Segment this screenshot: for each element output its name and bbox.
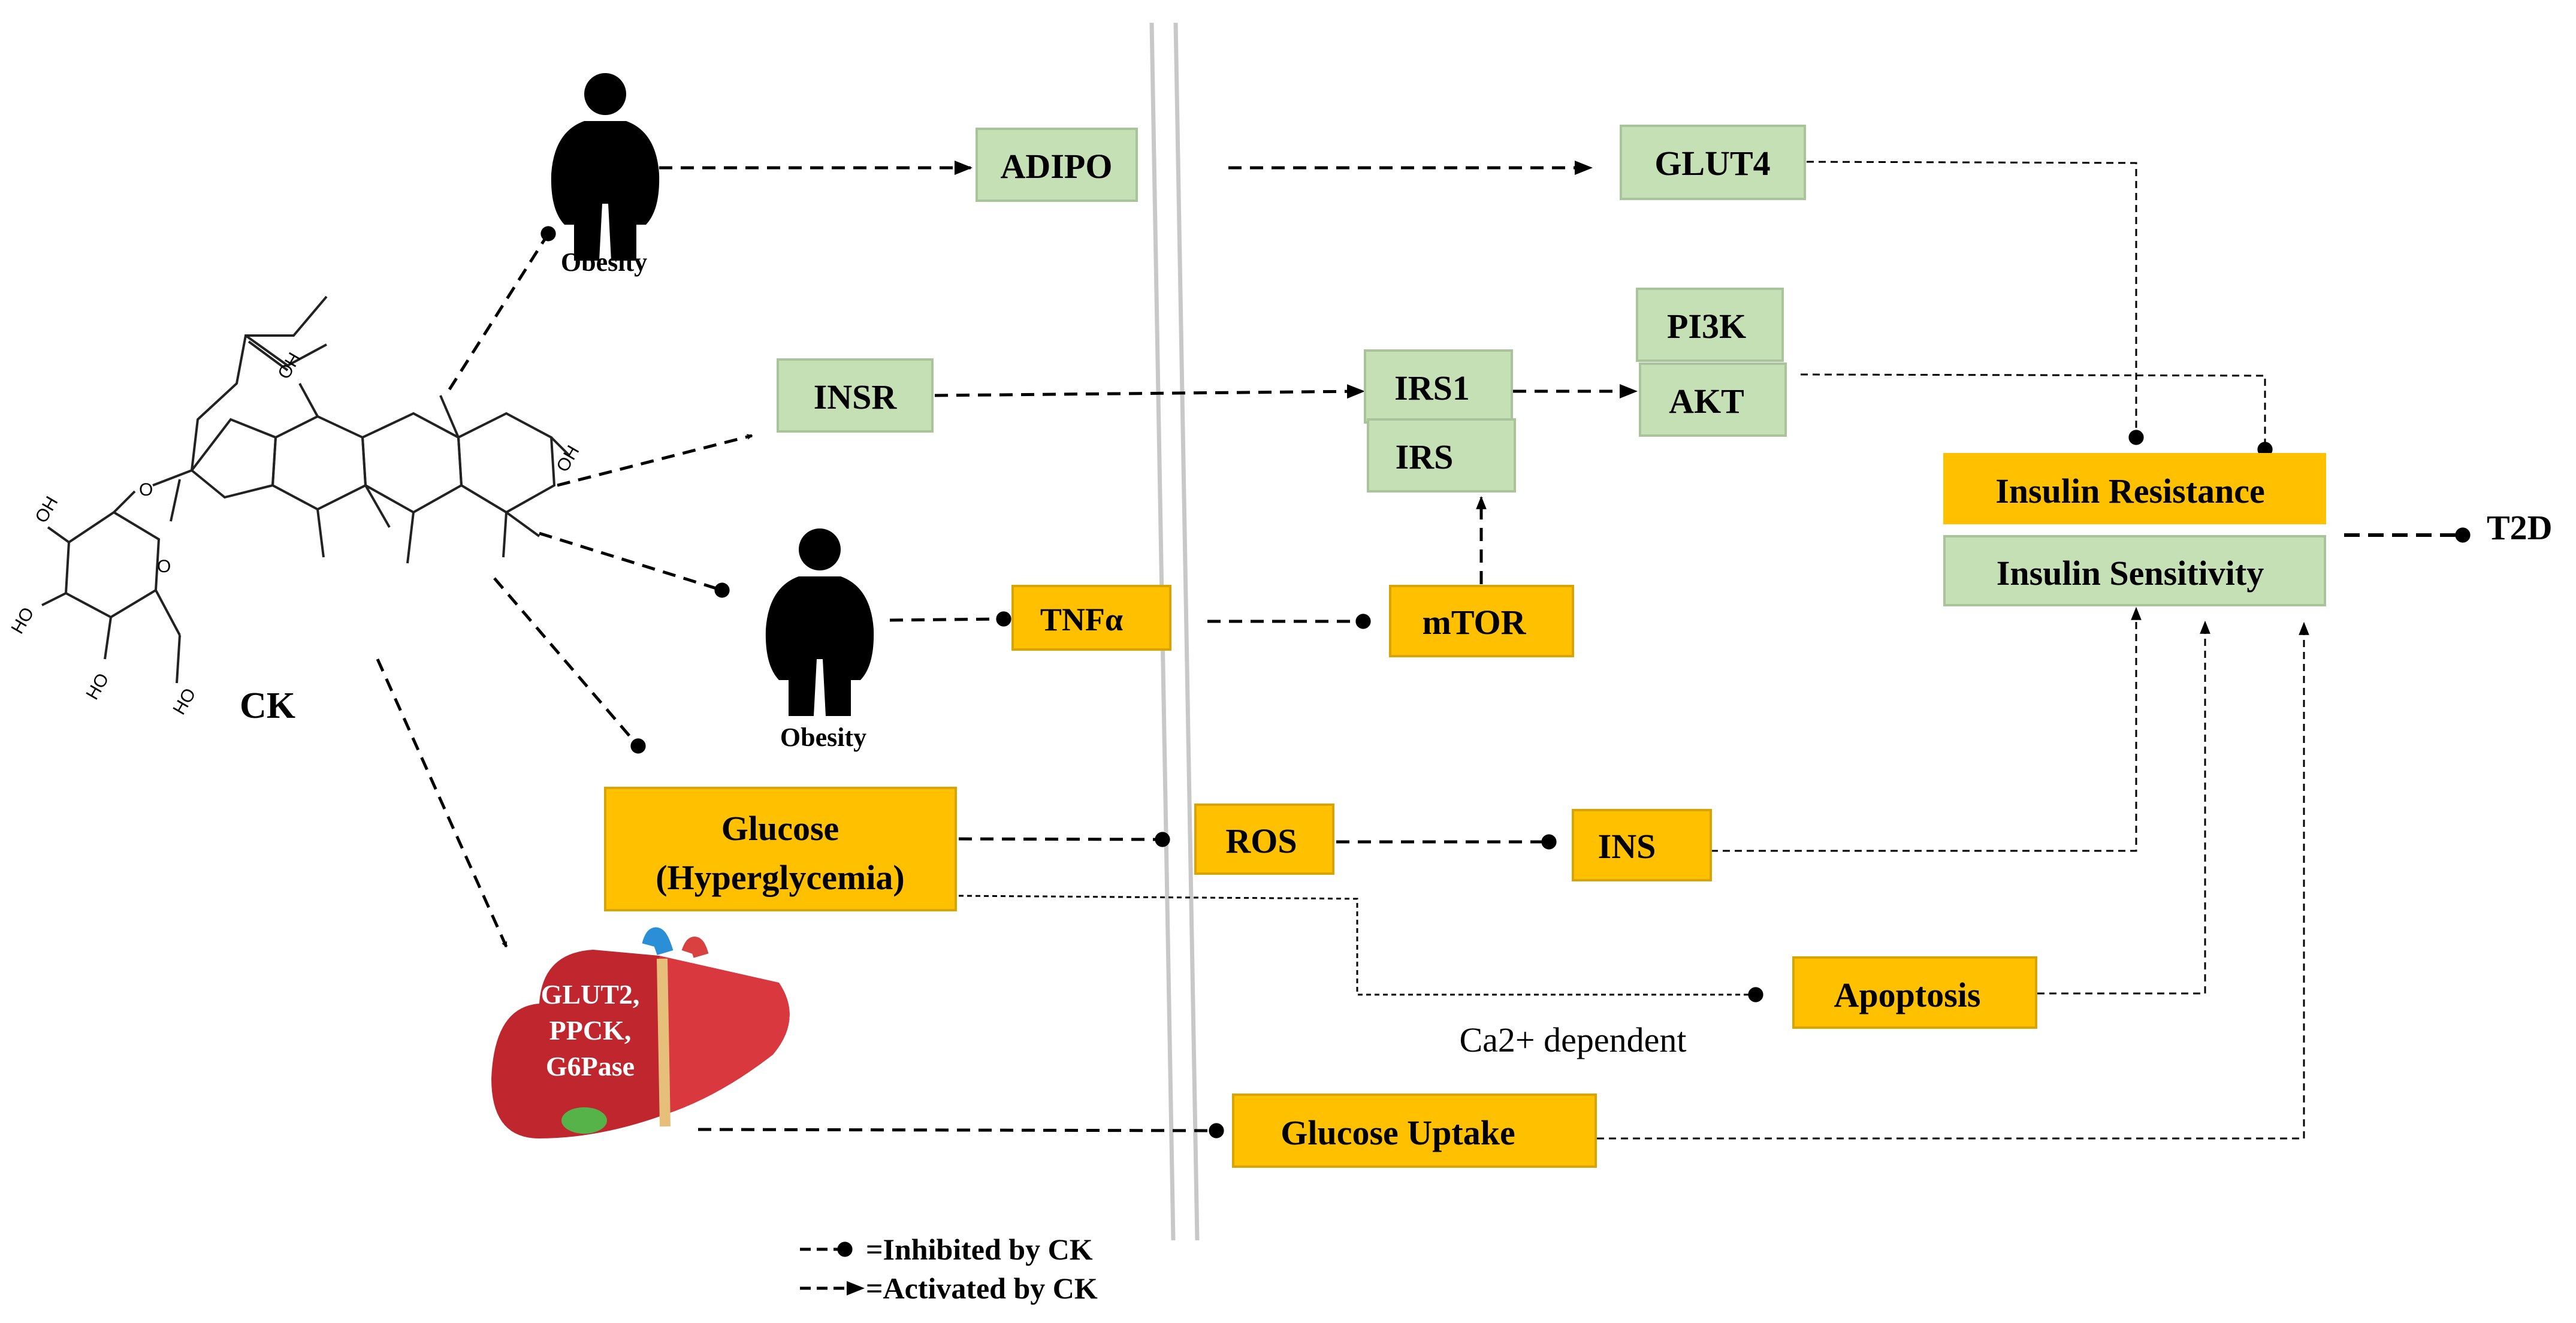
obesity-person-icon-top (551, 73, 660, 261)
node-tnfa: TNFα (1040, 602, 1123, 638)
edge-uptake-is (1597, 621, 2309, 1140)
node-boxes (604, 125, 2326, 1168)
edge-glut4-ir (1806, 161, 2144, 445)
node-glucose-uptake: Glucose Uptake (1281, 1113, 1515, 1152)
node-insulin-sensitivity: Insulin Sensitivity (1997, 554, 2264, 593)
oh-label-sugar: OH (31, 493, 62, 526)
edge-ck-liver (376, 658, 508, 947)
edge-ck-glucose (493, 577, 646, 754)
node-adipo: ADIPO (1001, 147, 1113, 186)
edge-insr-irs1 (934, 384, 1365, 399)
edge-glucose-apoptosis (958, 895, 1763, 1002)
node-labels: ADIPO GLUT4 INSR IRS1 IRS PI3K AKT TNFα … (656, 144, 2552, 1152)
annotation-ca-dependent: Ca2+ dependent (1460, 1020, 1687, 1059)
liver-icon: GLUT2, PPCK, G6Pase (491, 927, 790, 1138)
edge-ck-insr (557, 436, 752, 487)
compound-label: CK (240, 685, 295, 726)
edge-ins-is (1711, 606, 2142, 852)
ho-label-3: HO (169, 685, 200, 718)
ho-label-2: HO (82, 670, 113, 703)
connectors (376, 161, 2471, 1140)
ho-label-1: HO (7, 604, 38, 637)
edge-ck-obesity-top (448, 226, 556, 391)
edge-ck-obesity-mid (539, 531, 730, 598)
legend-activated: =Activated by CK (866, 1271, 1098, 1305)
o-ring-label: O (157, 557, 171, 576)
obesity-label-mid: Obesity (780, 723, 866, 752)
liver-label-2: PPCK, (549, 1015, 632, 1046)
node-glut4: GLUT4 (1654, 144, 1770, 183)
node-ins: INS (1598, 827, 1656, 866)
edge-obesity-tnfa (889, 611, 1011, 627)
compound-k-structure (41, 295, 570, 684)
node-insr: INSR (814, 377, 898, 416)
oh-label-c: OH (274, 349, 304, 382)
legend-inhibited: =Inhibited by CK (866, 1233, 1093, 1266)
oh-label-a: OH (552, 442, 583, 475)
node-akt: AKT (1669, 382, 1744, 421)
node-ros: ROS (1225, 821, 1297, 860)
edge-liver-uptake (697, 1123, 1224, 1138)
liver-label-1: GLUT2, (541, 979, 640, 1010)
obesity-person-icon-mid (765, 528, 874, 716)
node-t2d: T2D (2487, 508, 2553, 547)
node-insulin-resistance: Insulin Resistance (1995, 472, 2265, 511)
node-irs: IRS (1396, 437, 1454, 476)
node-pi3k: PI3K (1667, 307, 1746, 346)
node-apoptosis: Apoptosis (1834, 975, 1981, 1014)
node-mtor: mTOR (1423, 603, 1527, 642)
o-label: O (139, 480, 153, 500)
legend: =Inhibited by CK =Activated by CK (800, 1233, 1098, 1305)
edge-akt-ir (1800, 373, 2273, 457)
compound-k-labels: OH OH O O OH HO HO HO CK (7, 349, 583, 726)
liver-label-3: G6Pase (546, 1051, 635, 1082)
node-glucose-line2: (Hyperglycemia) (656, 858, 905, 897)
obesity-label-top: Obesity (561, 247, 647, 277)
node-glucose-line1: Glucose (721, 809, 839, 848)
edge-apoptosis-is (2037, 620, 2210, 995)
node-irs1: IRS1 (1394, 368, 1470, 407)
